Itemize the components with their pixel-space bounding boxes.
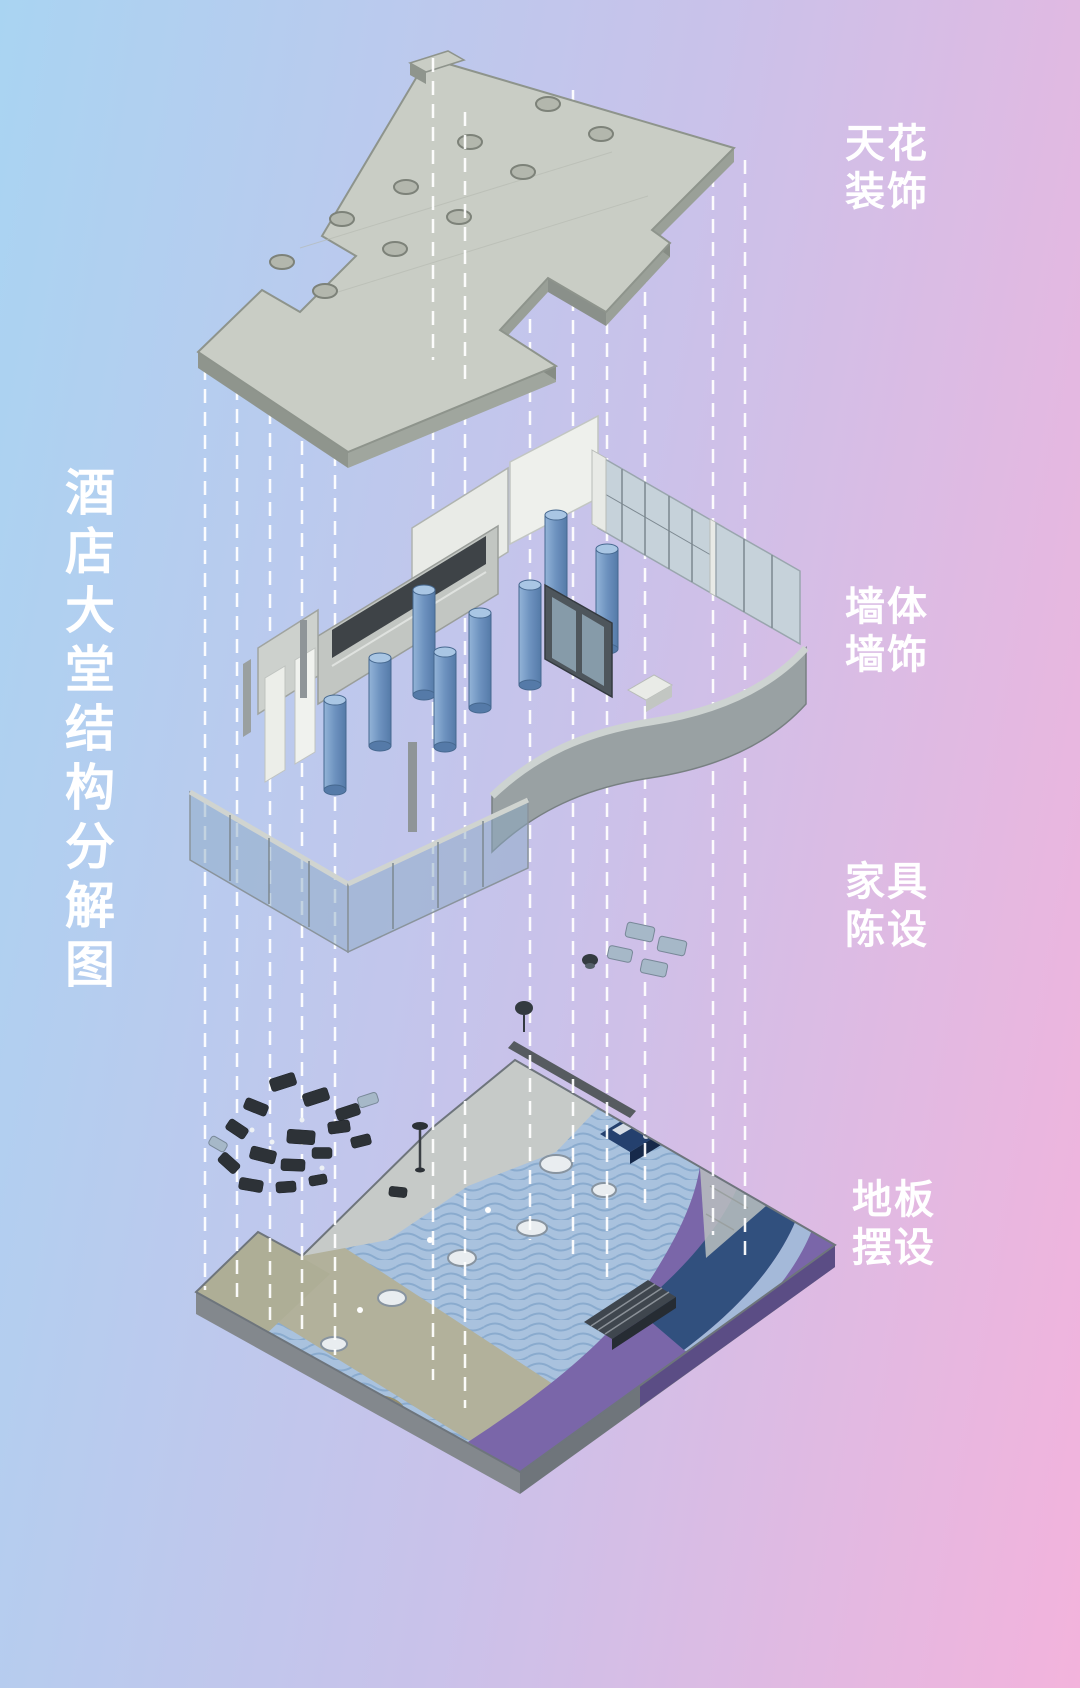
label-walls-line2: 墙饰 (845, 633, 929, 677)
label-walls-line1: 墙体 (845, 585, 929, 629)
label-ceiling-line1: 天花 (845, 122, 929, 166)
label-floor: 地板 摆设 (852, 1176, 936, 1272)
label-furniture: 家具 陈设 (845, 858, 929, 954)
floor-layer-illustration (194, 1041, 837, 1494)
diagram-title: 酒店大堂结构分解图 (58, 466, 114, 997)
label-ceiling: 天花 装饰 (845, 120, 929, 216)
label-ceiling-line2: 装饰 (845, 170, 929, 214)
label-walls: 墙体 墙饰 (845, 583, 929, 679)
label-floor-line2: 摆设 (852, 1226, 936, 1270)
label-furniture-line1: 家具 (845, 860, 929, 904)
furniture-layer-illustration (208, 921, 688, 1198)
label-furniture-line2: 陈设 (845, 908, 929, 952)
connector-dashed-overlay (431, 58, 467, 380)
label-floor-line1: 地板 (852, 1178, 936, 1222)
wall-layer-illustration (188, 414, 809, 954)
